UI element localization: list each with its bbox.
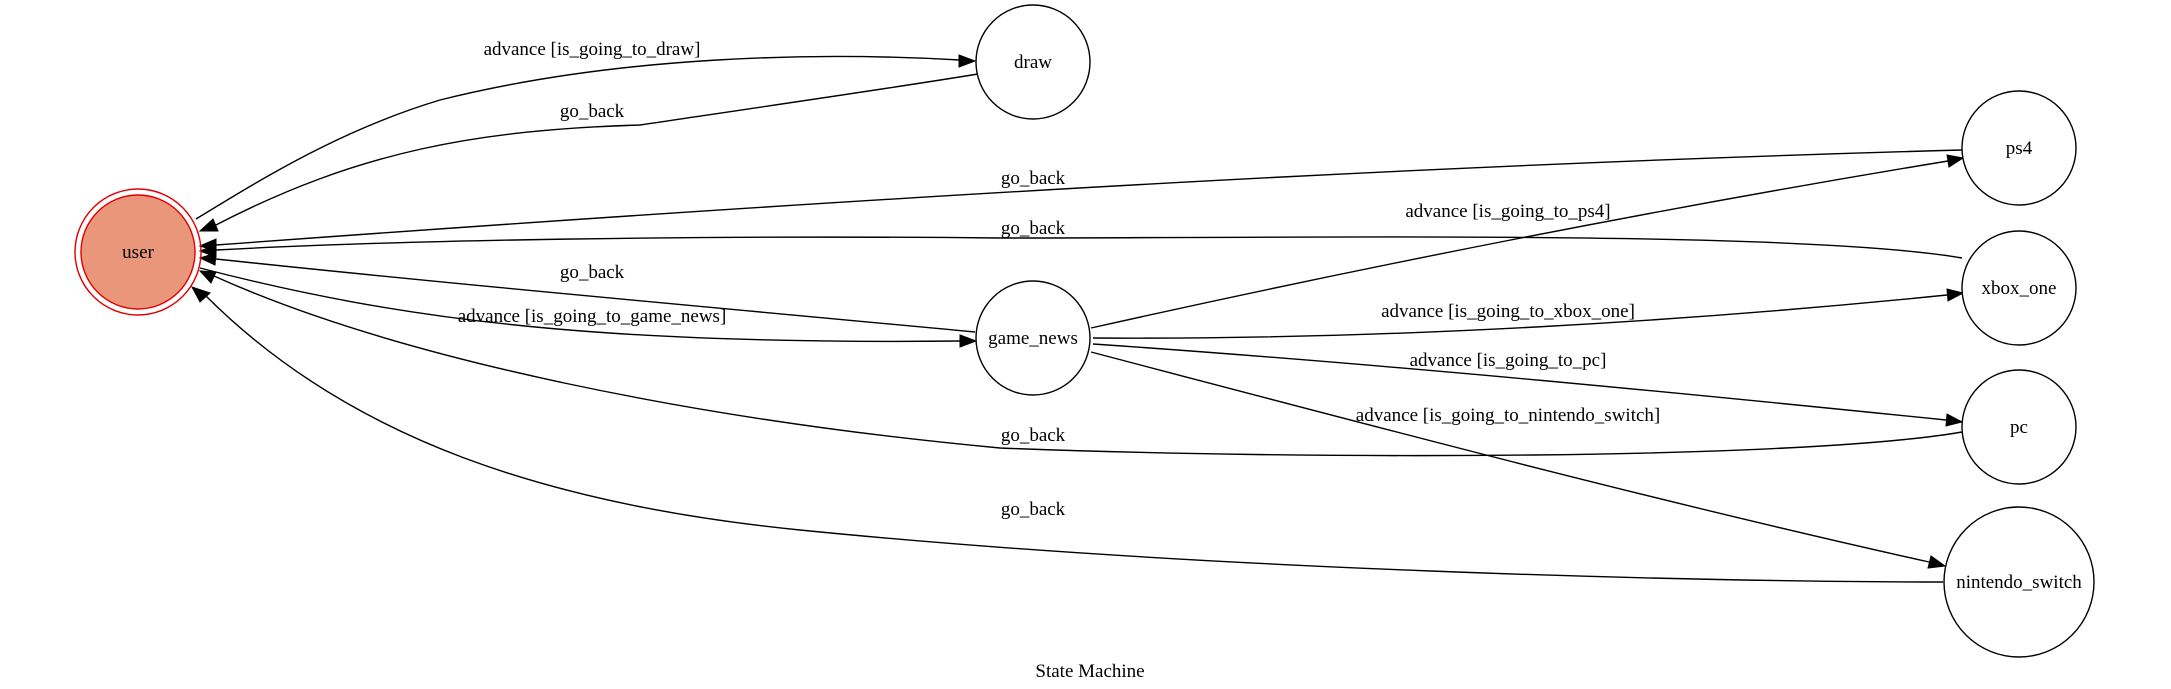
arrowhead: [198, 218, 219, 232]
state-circle: [1943, 506, 2095, 658]
state-label-ps4: ps4: [2006, 138, 2033, 159]
edge-nintendo-switch-to-user: [190, 286, 1944, 583]
edge-game-news-to-pc: [1092, 343, 1964, 427]
edge-label-nintendo-switch-to-user: go_back: [1001, 499, 1066, 520]
state-node-draw[interactable]: draw: [975, 4, 1091, 120]
state-label-xbox-one: xbox_one: [1982, 278, 2057, 299]
state-label-draw: draw: [1014, 52, 1052, 73]
edge-label-xbox-one-to-user: go_back: [1001, 218, 1066, 239]
edge-label-ps4-to-user: go_back: [1001, 168, 1066, 189]
state-label-user: user: [122, 242, 154, 263]
state-label-nintendo-switch: nintendo_switch: [1956, 572, 2082, 593]
state-node-user[interactable]: user: [74, 188, 202, 316]
edge-draw-to-user: [198, 73, 979, 232]
state-node-nintendo-switch[interactable]: nintendo_switch: [1943, 506, 2095, 658]
edge-ps4-to-user: [198, 149, 1963, 252]
arrowhead: [1946, 154, 1965, 168]
edge-label-draw-to-user: go_back: [560, 101, 625, 122]
state-circle: [1961, 90, 2077, 206]
edge-user-to-game-news: [199, 267, 978, 348]
edge-label-game-news-to-xbox-one: advance [is_going_to_xbox_one]: [1381, 301, 1635, 322]
state-label-pc: pc: [2010, 417, 2028, 438]
edge-game-news-to-xbox-one: [1092, 288, 1965, 339]
edge-label-user-to-draw: advance [is_going_to_draw]: [484, 39, 701, 60]
edge-game-news-to-nintendo-switch: [1090, 351, 1947, 569]
state-circle: [975, 280, 1091, 396]
state-circle: [1961, 369, 2077, 485]
state-circle: [975, 4, 1091, 120]
arrowhead: [190, 286, 211, 303]
edge-xbox-one-to-user: [198, 236, 1963, 259]
state-node-pc[interactable]: pc: [1961, 369, 2077, 485]
edge-label-game-news-to-nintendo-switch: advance [is_going_to_nintendo_switch]: [1356, 405, 1660, 426]
arrowhead: [1946, 288, 1965, 302]
edge-label-game-news-to-pc: advance [is_going_to_pc]: [1410, 350, 1607, 371]
arrowhead: [198, 270, 217, 284]
state-node-xbox-one[interactable]: xbox_one: [1961, 230, 2077, 346]
state-label-game-news: game_news: [988, 328, 1078, 349]
edge-pc-to-user: [198, 270, 1963, 457]
arrowhead: [959, 334, 978, 348]
state-node-ps4[interactable]: ps4: [1961, 90, 2077, 206]
state-outer-ring: [74, 188, 202, 316]
arrowhead: [1945, 413, 1964, 427]
edge-label-game-news-to-user: go_back: [560, 262, 625, 283]
arrowhead: [198, 252, 217, 266]
edge-label-game-news-to-ps4: advance [is_going_to_ps4]: [1405, 201, 1610, 222]
arrowhead: [1927, 555, 1947, 569]
edge-label-pc-to-user: go_back: [1001, 425, 1066, 446]
state-circle: [1961, 230, 2077, 346]
diagram-caption: State Machine: [1035, 661, 1144, 682]
edge-label-user-to-game-news: advance [is_going_to_game_news]: [458, 306, 727, 327]
arrowhead: [958, 54, 977, 68]
edge-game-news-to-ps4: [1090, 154, 1965, 329]
state-circle: [80, 194, 196, 310]
state-node-game-news[interactable]: game_news: [975, 280, 1091, 396]
edge-game-news-to-user: [198, 252, 976, 333]
edge-user-to-draw: [195, 54, 977, 220]
